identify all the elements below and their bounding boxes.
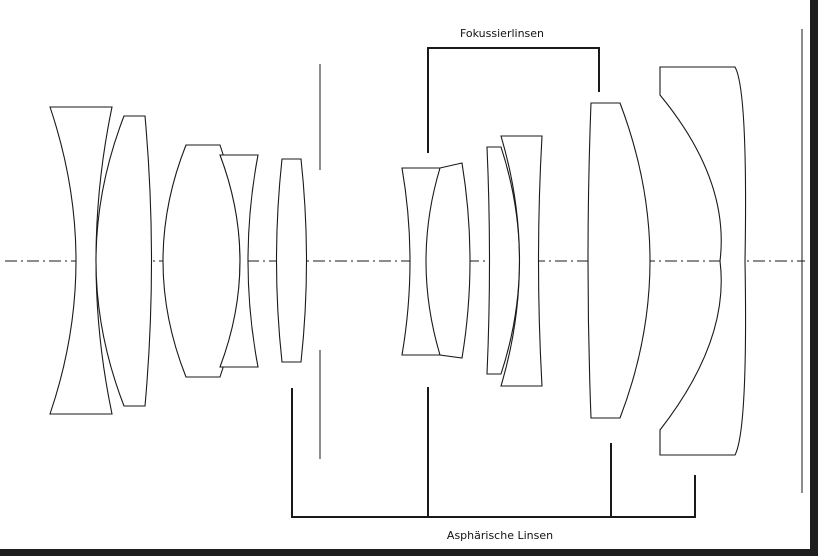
lens-7 [425, 162, 471, 359]
lens-10 [587, 102, 651, 419]
lens-5 [275, 158, 308, 363]
focus-lenses-label: Fokussierlinsen [459, 27, 545, 40]
aspheric-bracket [291, 388, 696, 518]
lens-9 [500, 135, 543, 387]
frame-bottom [0, 549, 818, 556]
lens-8 [486, 146, 521, 375]
lens-4 [219, 154, 259, 368]
lens-1 [49, 106, 113, 415]
aspheric-lenses-label: Asphärische Linsen [446, 529, 554, 542]
focus-bracket [427, 47, 600, 153]
lens-11 [659, 66, 747, 456]
frame-right [810, 0, 818, 556]
lens-2 [95, 115, 153, 407]
